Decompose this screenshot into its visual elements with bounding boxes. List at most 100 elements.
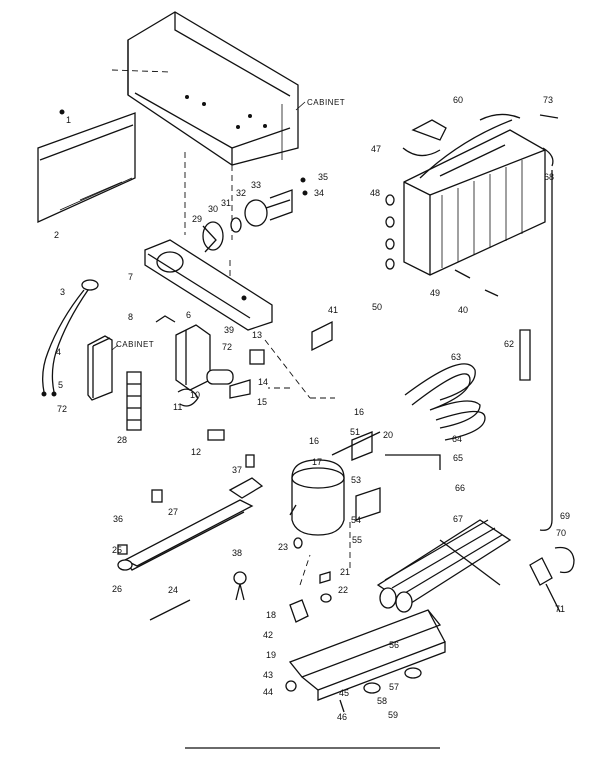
callout-15: 15 — [257, 397, 267, 407]
callout-23: 23 — [278, 542, 288, 552]
capillary-tube-part — [175, 324, 211, 391]
callout-21: 21 — [340, 567, 350, 577]
sensor-38-part — [233, 571, 247, 601]
callout-63: 63 — [451, 352, 461, 362]
screw-73-part — [539, 114, 559, 119]
callout-72b: 72 — [222, 342, 232, 352]
callout-44: 44 — [263, 687, 273, 697]
tube-69-part — [539, 170, 553, 531]
callout-16b: 16 — [354, 407, 364, 417]
callout-53: 53 — [351, 475, 361, 485]
callout-12: 12 — [191, 447, 201, 457]
callout-33: 33 — [251, 180, 261, 190]
part-23-part — [293, 537, 303, 549]
clamp-part — [177, 388, 199, 407]
screw-37-part — [245, 454, 255, 468]
callout-8: 8 — [128, 312, 133, 322]
cabinet-label-top: CABINET — [307, 98, 345, 107]
wire-harness-part — [41, 279, 99, 397]
callout-17: 17 — [312, 457, 322, 467]
relay-part — [206, 369, 234, 385]
compressor-pan-part — [289, 459, 345, 536]
callout-70: 70 — [556, 528, 566, 538]
callout-67: 67 — [453, 514, 463, 524]
callout-58: 58 — [377, 696, 387, 706]
callout-30: 30 — [208, 204, 218, 214]
thermostat-part — [126, 371, 142, 431]
callout-49: 49 — [430, 288, 440, 298]
callout-6: 6 — [186, 310, 191, 320]
mount-54-part — [355, 487, 381, 521]
tube-47-part — [402, 147, 441, 157]
coil-63-part — [404, 363, 486, 441]
callout-46: 46 — [337, 712, 347, 722]
callout-14: 14 — [258, 377, 268, 387]
side-panel-part — [37, 109, 136, 224]
callout-24: 24 — [168, 585, 178, 595]
overload-part — [249, 349, 265, 365]
callout-10: 10 — [190, 390, 200, 400]
clip-25-part — [117, 544, 128, 555]
clip-68-part — [542, 147, 554, 167]
cabinet-label-mid: CABINET — [116, 340, 154, 349]
callout-4: 4 — [56, 347, 61, 357]
callout-29: 29 — [192, 214, 202, 224]
callout-19: 19 — [266, 650, 276, 660]
callout-11: 11 — [173, 402, 182, 412]
callout-68: 68 — [544, 172, 554, 182]
callout-20: 20 — [383, 430, 393, 440]
base-frame-part — [288, 609, 446, 701]
callout-48: 48 — [370, 188, 380, 198]
callout-32: 32 — [236, 188, 246, 198]
screw-40-part — [484, 289, 499, 297]
callout-2: 2 — [54, 230, 59, 240]
callout-36: 36 — [113, 514, 123, 524]
callout-66: 66 — [455, 483, 465, 493]
callout-47: 47 — [371, 144, 381, 154]
callout-62: 62 — [504, 339, 514, 349]
part-21-part — [319, 571, 331, 584]
fan-assembly-part — [202, 177, 308, 253]
tube-62-part — [519, 329, 531, 381]
callout-50: 50 — [372, 302, 382, 312]
line-20-part — [385, 454, 441, 470]
callout-38: 38 — [232, 548, 242, 558]
callout-26: 26 — [112, 584, 122, 594]
callout-55: 55 — [352, 535, 362, 545]
callout-37: 37 — [232, 465, 242, 475]
callout-22: 22 — [338, 585, 348, 595]
rail-26-part — [117, 477, 264, 571]
callout-60: 60 — [453, 95, 463, 105]
clip-53-part — [351, 431, 373, 461]
evaporator-part — [376, 519, 512, 613]
callout-3: 3 — [60, 287, 65, 297]
callout-51: 51 — [350, 427, 360, 437]
callout-57: 57 — [389, 682, 399, 692]
callout-7: 7 — [128, 272, 133, 282]
callout-40: 40 — [458, 305, 468, 315]
condenser-part — [385, 113, 546, 276]
callout-45: 45 — [339, 688, 349, 698]
bracket-41-part — [311, 320, 333, 352]
callout-1: 1 — [66, 115, 71, 125]
callout-34: 34 — [314, 188, 324, 198]
drier-part — [529, 557, 561, 613]
callout-16a: 16 — [309, 436, 319, 446]
clip-70-part — [554, 546, 575, 574]
clip-part — [229, 379, 251, 399]
part-18-part — [289, 599, 309, 623]
part-44-part — [285, 680, 297, 692]
callout-59: 59 — [388, 710, 398, 720]
callout-31: 31 — [221, 198, 231, 208]
callout-54: 54 — [351, 515, 361, 525]
bracket-60-part — [411, 119, 447, 141]
callout-56: 56 — [389, 640, 399, 650]
callout-64: 64 — [452, 434, 462, 444]
callout-25: 25 — [112, 545, 122, 555]
part-22-part — [320, 593, 332, 603]
label-plate-part — [207, 429, 225, 441]
callout-43: 43 — [263, 670, 273, 680]
callout-69: 69 — [560, 511, 570, 521]
part-46-part — [339, 699, 345, 713]
